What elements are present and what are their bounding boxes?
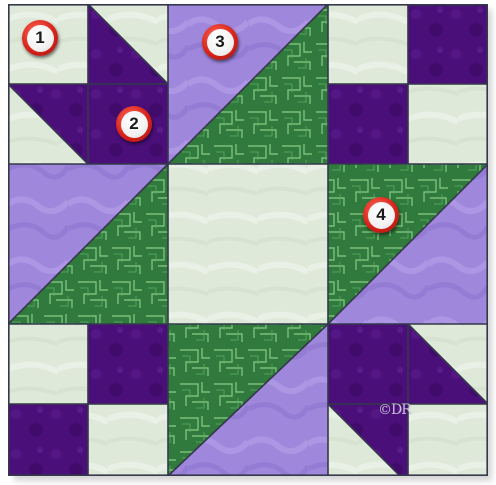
piece-purple-square [88, 324, 168, 404]
piece-center-square [168, 164, 328, 324]
piece-light-square [408, 404, 488, 476]
piece-light-square [408, 84, 488, 164]
marker-4[interactable]: 4 [363, 197, 399, 233]
piece-purple-square [408, 4, 488, 84]
piece-purple-square [328, 324, 408, 404]
piece-light-square [88, 404, 168, 476]
signature-watermark: ©DR [378, 402, 411, 418]
marker-3-label: 3 [207, 29, 234, 56]
quilt-pieces [8, 4, 488, 476]
piece-purple-square [8, 404, 88, 476]
marker-1[interactable]: 1 [22, 20, 58, 56]
piece-light-square [328, 4, 408, 84]
piece-purple-square [328, 84, 408, 164]
marker-2[interactable]: 2 [116, 106, 152, 142]
marker-1-label: 1 [27, 25, 54, 52]
piece-light-square [8, 324, 88, 404]
marker-4-label: 4 [368, 202, 395, 229]
quilt-block [8, 4, 488, 476]
marker-3[interactable]: 3 [202, 24, 238, 60]
marker-2-label: 2 [121, 111, 148, 138]
